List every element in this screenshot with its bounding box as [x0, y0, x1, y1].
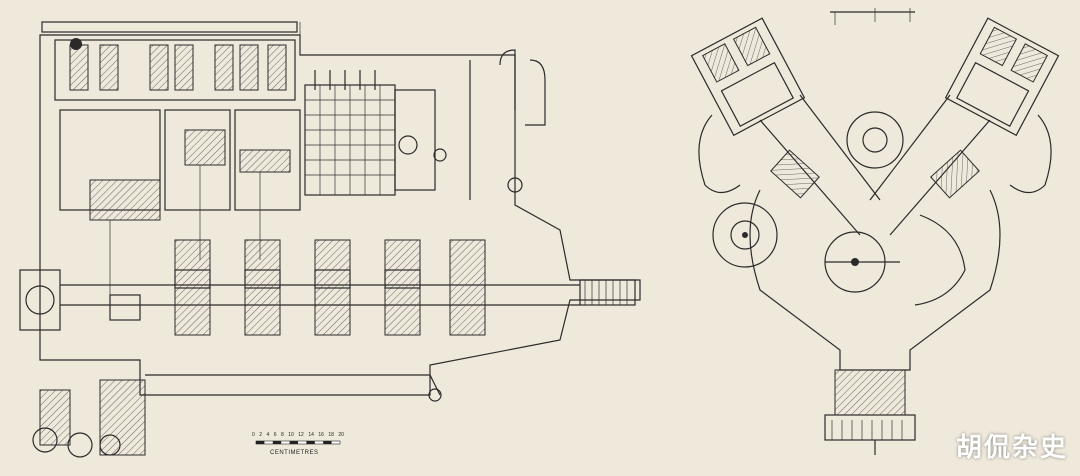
- pipes: [314, 49, 546, 200]
- gear-grid-block: [304, 84, 447, 196]
- scale-tick: 8: [281, 432, 284, 438]
- scale-tick: 14: [308, 432, 314, 438]
- scale-tick: 4: [266, 432, 270, 438]
- scale-tick: 12: [298, 432, 304, 438]
- scale-unit-label: CENTIMETRES: [270, 450, 319, 456]
- scale-bar: [255, 440, 341, 445]
- cylinder-bank-side: [59, 109, 301, 300]
- valve-gear-row: [54, 38, 296, 101]
- crankshaft-side: [60, 239, 636, 336]
- scale-tick: 20: [338, 432, 344, 438]
- scale-tick: 6: [273, 432, 277, 438]
- scale-tick: 0: [252, 432, 255, 438]
- scale-tick: 18: [328, 432, 334, 438]
- scale-tick: 10: [288, 432, 294, 438]
- scale-bar-ticks: 0 2 4 6 8 10 12 14 16 18 20: [252, 432, 344, 438]
- accessory-drive: [19, 269, 442, 458]
- scale-tick: 2: [259, 432, 263, 438]
- front-v-section-view: [690, 8, 1060, 455]
- watermark: 胡侃杂史: [955, 433, 1068, 463]
- side-section-view: [19, 21, 641, 458]
- scale-tick: 16: [318, 432, 324, 438]
